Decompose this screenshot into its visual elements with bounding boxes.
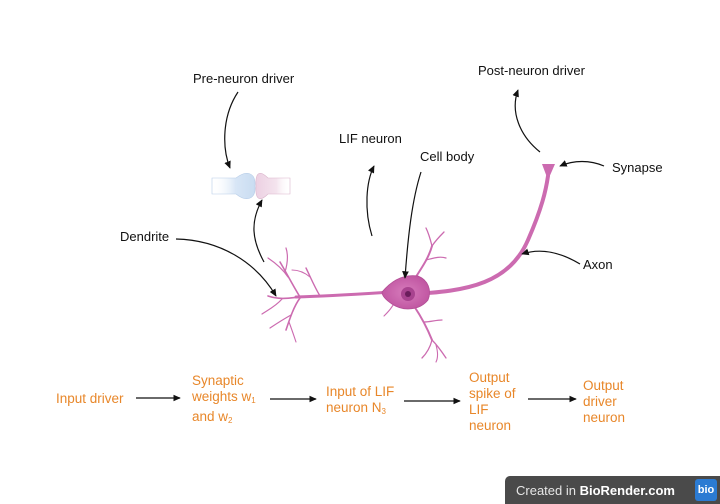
label-axon: Axon bbox=[583, 257, 613, 272]
annotation-arrows bbox=[175, 89, 605, 297]
label-pre-neuron-driver: Pre-neuron driver bbox=[193, 71, 295, 86]
neuron bbox=[261, 174, 550, 363]
flow-step-synaptic-weights: Synaptic weights w1 and w2 bbox=[192, 373, 256, 425]
label-post-neuron-driver: Post-neuron driver bbox=[478, 63, 585, 78]
synapse-terminals bbox=[211, 173, 291, 199]
axon-terminal bbox=[542, 164, 555, 180]
flow-step-input-of-lif-neuron: Input of LIF neuron N3 bbox=[326, 384, 395, 416]
flow-step-input-driver: Input driver bbox=[56, 391, 124, 406]
flow-arrows bbox=[136, 394, 577, 405]
biorender-badge[interactable]: Created in BioRender.com bio bbox=[505, 476, 720, 504]
flow-step-output-spike: Output spike of LIF neuron bbox=[469, 370, 516, 433]
label-cell-body: Cell body bbox=[420, 149, 475, 164]
label-synapse: Synapse bbox=[612, 160, 663, 175]
biorender-logo-icon: bio bbox=[695, 479, 717, 501]
cell-body bbox=[381, 275, 430, 310]
flow-step-output-driver-neuron: Output driver neuron bbox=[583, 378, 626, 425]
label-dendrite: Dendrite bbox=[120, 229, 170, 244]
label-lif-neuron: LIF neuron bbox=[339, 131, 402, 146]
badge-text: Created in BioRender.com bbox=[516, 482, 675, 498]
